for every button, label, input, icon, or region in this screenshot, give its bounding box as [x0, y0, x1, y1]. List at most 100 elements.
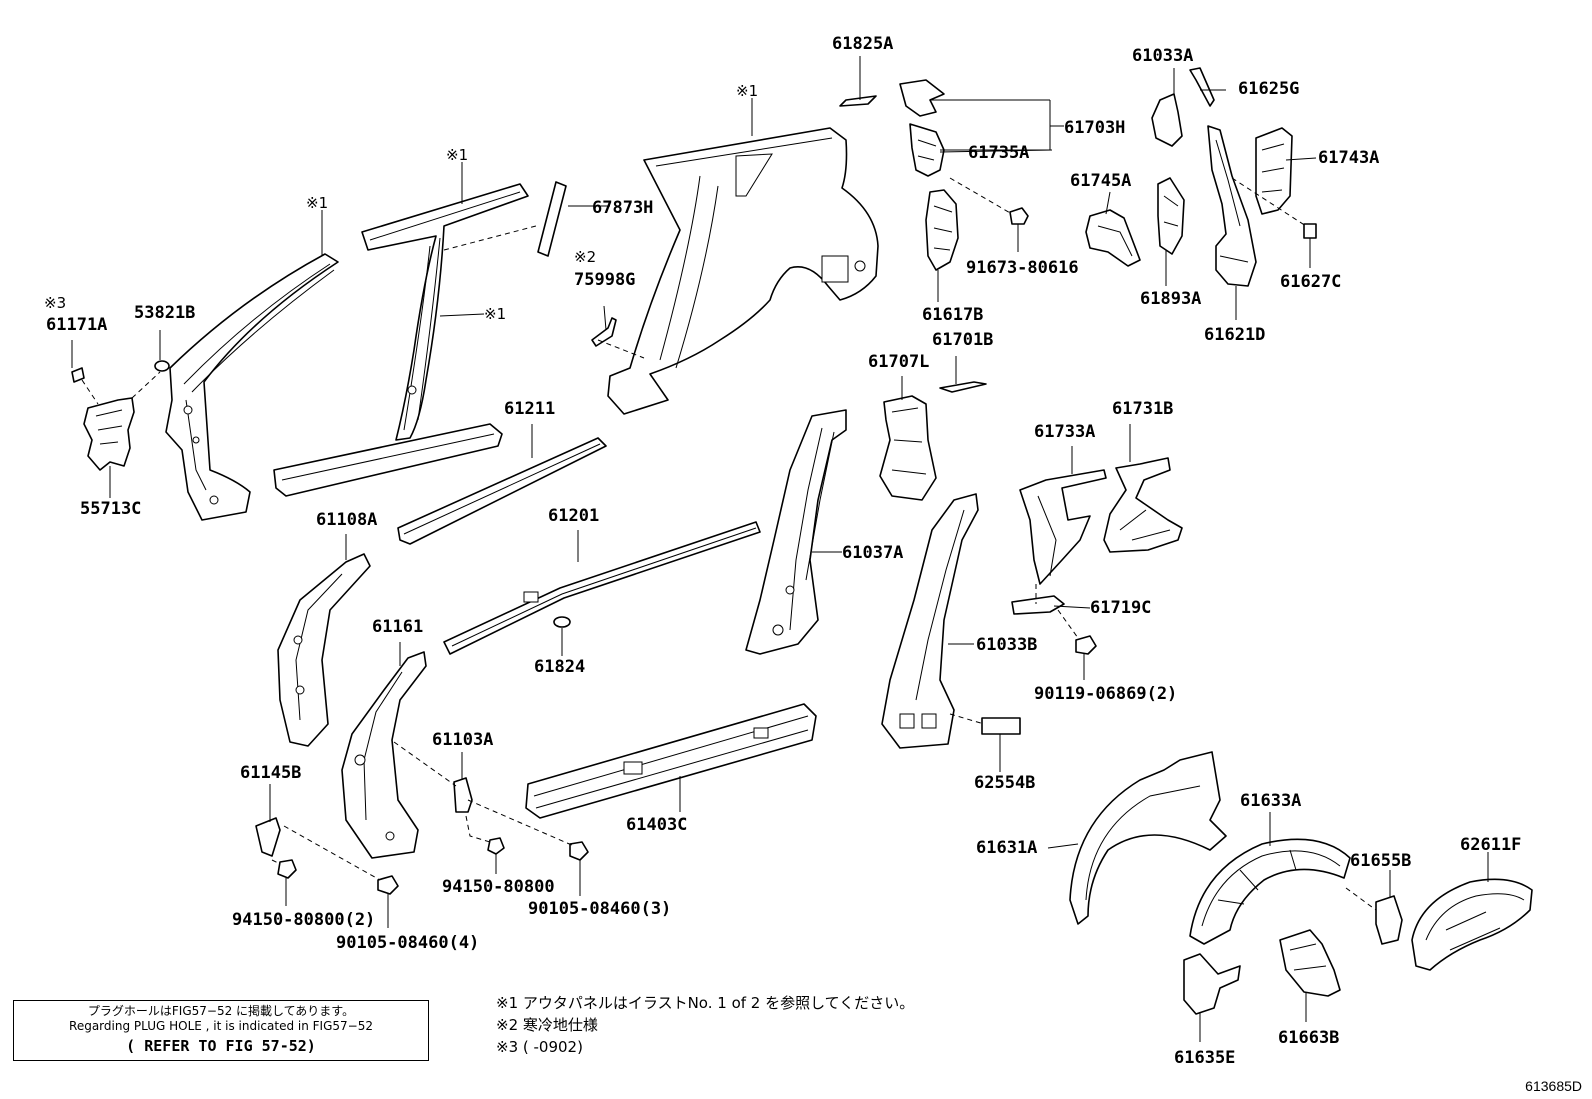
- label-61824: 61824: [534, 657, 585, 677]
- label-53821b: 53821B: [134, 303, 195, 323]
- part-75998g-drawing: [591, 317, 617, 347]
- footnote-2: ※2 寒冷地仕様: [496, 1016, 598, 1034]
- part-61703h-drawing: [899, 79, 945, 117]
- reference-marks: ※1 ※1 ※1 ※1 ※2 ※3: [44, 82, 758, 323]
- label-75998g: 75998G: [574, 270, 635, 290]
- part-61707l-drawing: [879, 395, 937, 501]
- part-90105-bolt-left-drawing: [377, 875, 399, 895]
- label-61743a: 61743A: [1318, 148, 1379, 168]
- part-61201-drawing: [443, 521, 761, 655]
- label-61701b: 61701B: [932, 330, 993, 350]
- label-90105-08460-3: 90105-08460(3): [528, 899, 671, 919]
- part-61655b-drawing: [1375, 895, 1403, 945]
- part-rocker-sill-upper-drawing: [273, 423, 503, 497]
- label-61631a: 61631A: [976, 838, 1037, 858]
- part-61731b-drawing: [1103, 457, 1183, 553]
- part-61403c-drawing: [525, 703, 817, 819]
- label-61161: 61161: [372, 617, 423, 637]
- label-61703h: 61703H: [1064, 118, 1125, 138]
- label-61893a: 61893A: [1140, 289, 1201, 309]
- label-61745a: 61745A: [1070, 171, 1131, 191]
- part-upper-rail-center-pillar-drawing: [361, 183, 529, 441]
- part-61893a-drawing: [1157, 177, 1185, 255]
- part-61161-drawing: [341, 651, 427, 859]
- label-61735a: 61735A: [968, 143, 1029, 163]
- footnote-1: ※1 アウタパネルはイラストNo. 1 of 2 を参照してください。: [496, 994, 915, 1012]
- label-61617b: 61617B: [922, 305, 983, 325]
- note-line-japanese: プラグホールはFIG57−52 に掲載してあります。: [87, 1004, 355, 1018]
- label-61108a: 61108A: [316, 510, 377, 530]
- part-55713c-drawing: [83, 397, 135, 471]
- part-61103a-drawing: [453, 777, 473, 813]
- part-62554b-drawing: [981, 717, 1021, 735]
- part-67873h-drawing: [537, 181, 567, 257]
- part-61633a-drawing: [1189, 838, 1351, 945]
- part-61825a-drawing: [839, 95, 877, 107]
- part-61625g-drawing: [1189, 67, 1215, 107]
- part-91673-80616-drawing: [1009, 207, 1029, 236]
- label-61625g: 61625G: [1238, 79, 1299, 99]
- note-line-english: Regarding PLUG HOLE , it is indicated in…: [69, 1019, 373, 1033]
- part-61108a-drawing: [277, 553, 371, 747]
- part-61211-drawing: [397, 437, 607, 545]
- label-94150-80800-right: 94150-80800: [442, 877, 555, 897]
- label-94150-80800-2: 94150-80800(2): [232, 910, 375, 930]
- dashed-alignment-lines: [81, 177, 1377, 911]
- part-90119-06869-drawing: [1075, 635, 1097, 655]
- mark-3: ※3: [44, 294, 66, 312]
- label-61211: 61211: [504, 399, 555, 419]
- label-61733a: 61733A: [1034, 422, 1095, 442]
- mark-2: ※2: [574, 248, 596, 266]
- mark-1-upper-rail: ※1: [446, 146, 468, 164]
- label-61655b: 61655B: [1350, 851, 1411, 871]
- part-61631a-drawing: [1069, 751, 1227, 925]
- label-91673-80616: 91673-80616: [966, 258, 1079, 278]
- label-90105-08460-4: 90105-08460(4): [336, 933, 479, 953]
- part-labels: 61825A 61033A 61625G 61703H 61735A 61743…: [46, 34, 1521, 1068]
- plug-hole-note-box: プラグホールはFIG57−52 に掲載してあります。 Regarding PLU…: [13, 1000, 429, 1061]
- part-61701b-drawing: [939, 381, 987, 393]
- label-90119-06869: 90119-06869(2): [1034, 684, 1177, 704]
- part-53821b-drawing: [154, 360, 170, 372]
- part-61145b-drawing: [255, 817, 281, 857]
- part-61663b-drawing: [1279, 929, 1341, 997]
- label-61635e: 61635E: [1174, 1048, 1235, 1068]
- part-61037a-drawing: [745, 409, 847, 655]
- part-61635e-drawing: [1183, 953, 1241, 1015]
- mark-1-center-pillar: ※1: [484, 305, 506, 323]
- label-62554b: 62554B: [974, 773, 1035, 793]
- label-61731b: 61731B: [1112, 399, 1173, 419]
- label-61033a: 61033A: [1132, 46, 1193, 66]
- label-61171a: 61171A: [46, 315, 107, 335]
- figure-id: 613685D: [1525, 1078, 1582, 1094]
- part-61733a-drawing: [1019, 469, 1107, 585]
- part-90105-bolt-right-drawing: [569, 841, 589, 861]
- note-line-refer: ( REFER TO FIG 57-52): [126, 1037, 316, 1055]
- label-61663b: 61663B: [1278, 1028, 1339, 1048]
- mark-1-front-pillar: ※1: [306, 194, 328, 212]
- label-61621d: 61621D: [1204, 325, 1265, 345]
- part-61621d-drawing: [1207, 125, 1257, 287]
- label-61707l: 61707L: [868, 352, 929, 372]
- leader-lines: [71, 56, 1489, 1042]
- label-61037a: 61037A: [842, 543, 903, 563]
- label-61719c: 61719C: [1090, 598, 1151, 618]
- label-61403c: 61403C: [626, 815, 687, 835]
- label-61033b: 61033B: [976, 635, 1037, 655]
- label-61627c: 61627C: [1280, 272, 1341, 292]
- part-61033a-drawing: [1151, 93, 1183, 147]
- part-61617b-drawing: [925, 189, 959, 271]
- footnote-3: ※3 ( -0902): [496, 1038, 583, 1056]
- part-61171a-drawing: [71, 367, 85, 383]
- part-61735a-drawing: [909, 123, 945, 177]
- part-61824-drawing: [553, 616, 571, 628]
- part-61033b-drawing: [881, 493, 979, 749]
- part-94150-nut-left-drawing: [277, 859, 297, 879]
- mark-1-quarter-panel: ※1: [736, 82, 758, 100]
- part-61627c-drawing: [1303, 223, 1317, 239]
- label-61201: 61201: [548, 506, 599, 526]
- label-61633a: 61633A: [1240, 791, 1301, 811]
- footnotes: ※1 アウタパネルはイラストNo. 1 of 2 を参照してください。 ※2 寒…: [496, 992, 914, 1058]
- label-61145b: 61145B: [240, 763, 301, 783]
